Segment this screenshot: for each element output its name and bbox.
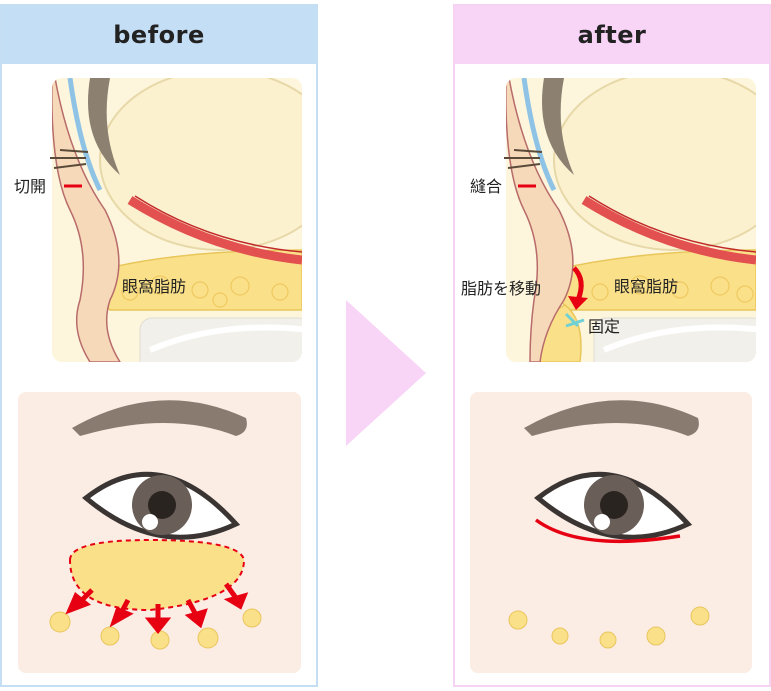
incision-label: 切開 (14, 177, 46, 196)
move-fat-label: 脂肪を移動 (461, 279, 541, 298)
fix-label: 固定 (588, 317, 620, 336)
red-arrow-icon (572, 266, 584, 301)
eye-icon (82, 471, 241, 540)
after-header: after (455, 6, 769, 64)
before-header: before (2, 6, 316, 64)
fat-blob-icon (49, 608, 262, 650)
suture-label: 縫合 (470, 177, 502, 196)
eyebrow-icon (72, 400, 247, 436)
after-fat-label: 眼窩脂肪 (614, 277, 678, 296)
before-fat-label: 眼窩脂肪 (122, 277, 186, 296)
